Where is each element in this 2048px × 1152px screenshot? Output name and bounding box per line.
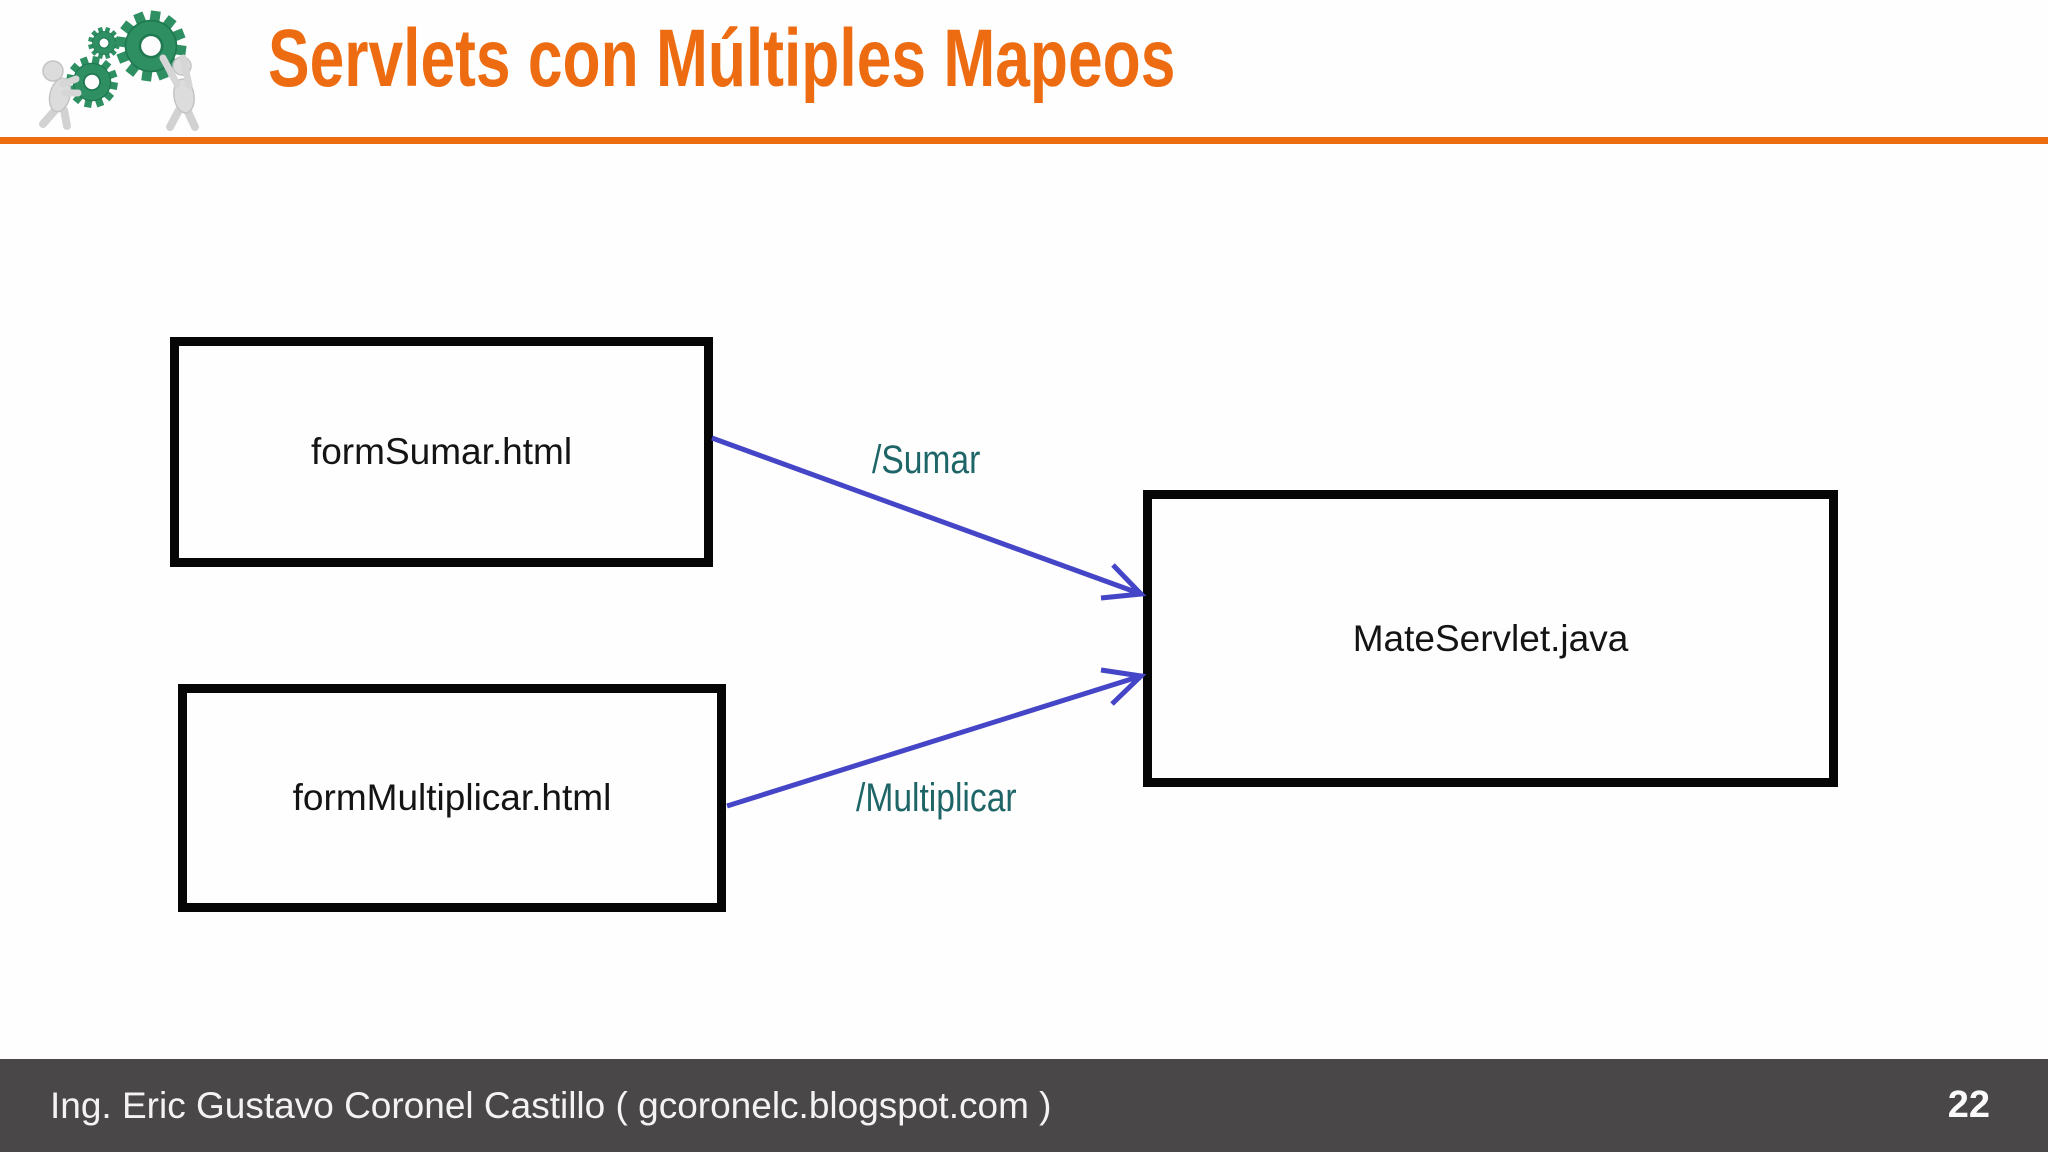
title-underline bbox=[0, 137, 2048, 144]
node-form-multiplicar-label: formMultiplicar.html bbox=[292, 777, 612, 818]
edge-label-sumar: /Sumar bbox=[872, 438, 981, 482]
edge-label-multiplicar: /Multiplicar bbox=[856, 776, 1017, 820]
node-mate-servlet: MateServlet.java bbox=[1143, 490, 1838, 787]
node-form-sumar-label: formSumar.html bbox=[310, 431, 573, 472]
node-form-sumar: formSumar.html bbox=[170, 337, 713, 567]
footer-bar: Ing. Eric Gustavo Coronel Castillo ( gco… bbox=[0, 1059, 2048, 1152]
page-title: Servlets con Múltiples Mapeos bbox=[268, 13, 1176, 104]
person-figure-left bbox=[39, 60, 82, 130]
node-form-multiplicar: formMultiplicar.html bbox=[178, 684, 726, 912]
gears-logo bbox=[39, 4, 199, 131]
node-mate-servlet-label: MateServlet.java bbox=[1352, 617, 1629, 659]
person-figure-right bbox=[159, 54, 199, 131]
footer-author-text: Ing. Eric Gustavo Coronel Castillo ( gco… bbox=[50, 1084, 1052, 1126]
footer-page-number: 22 bbox=[1947, 1084, 1990, 1126]
